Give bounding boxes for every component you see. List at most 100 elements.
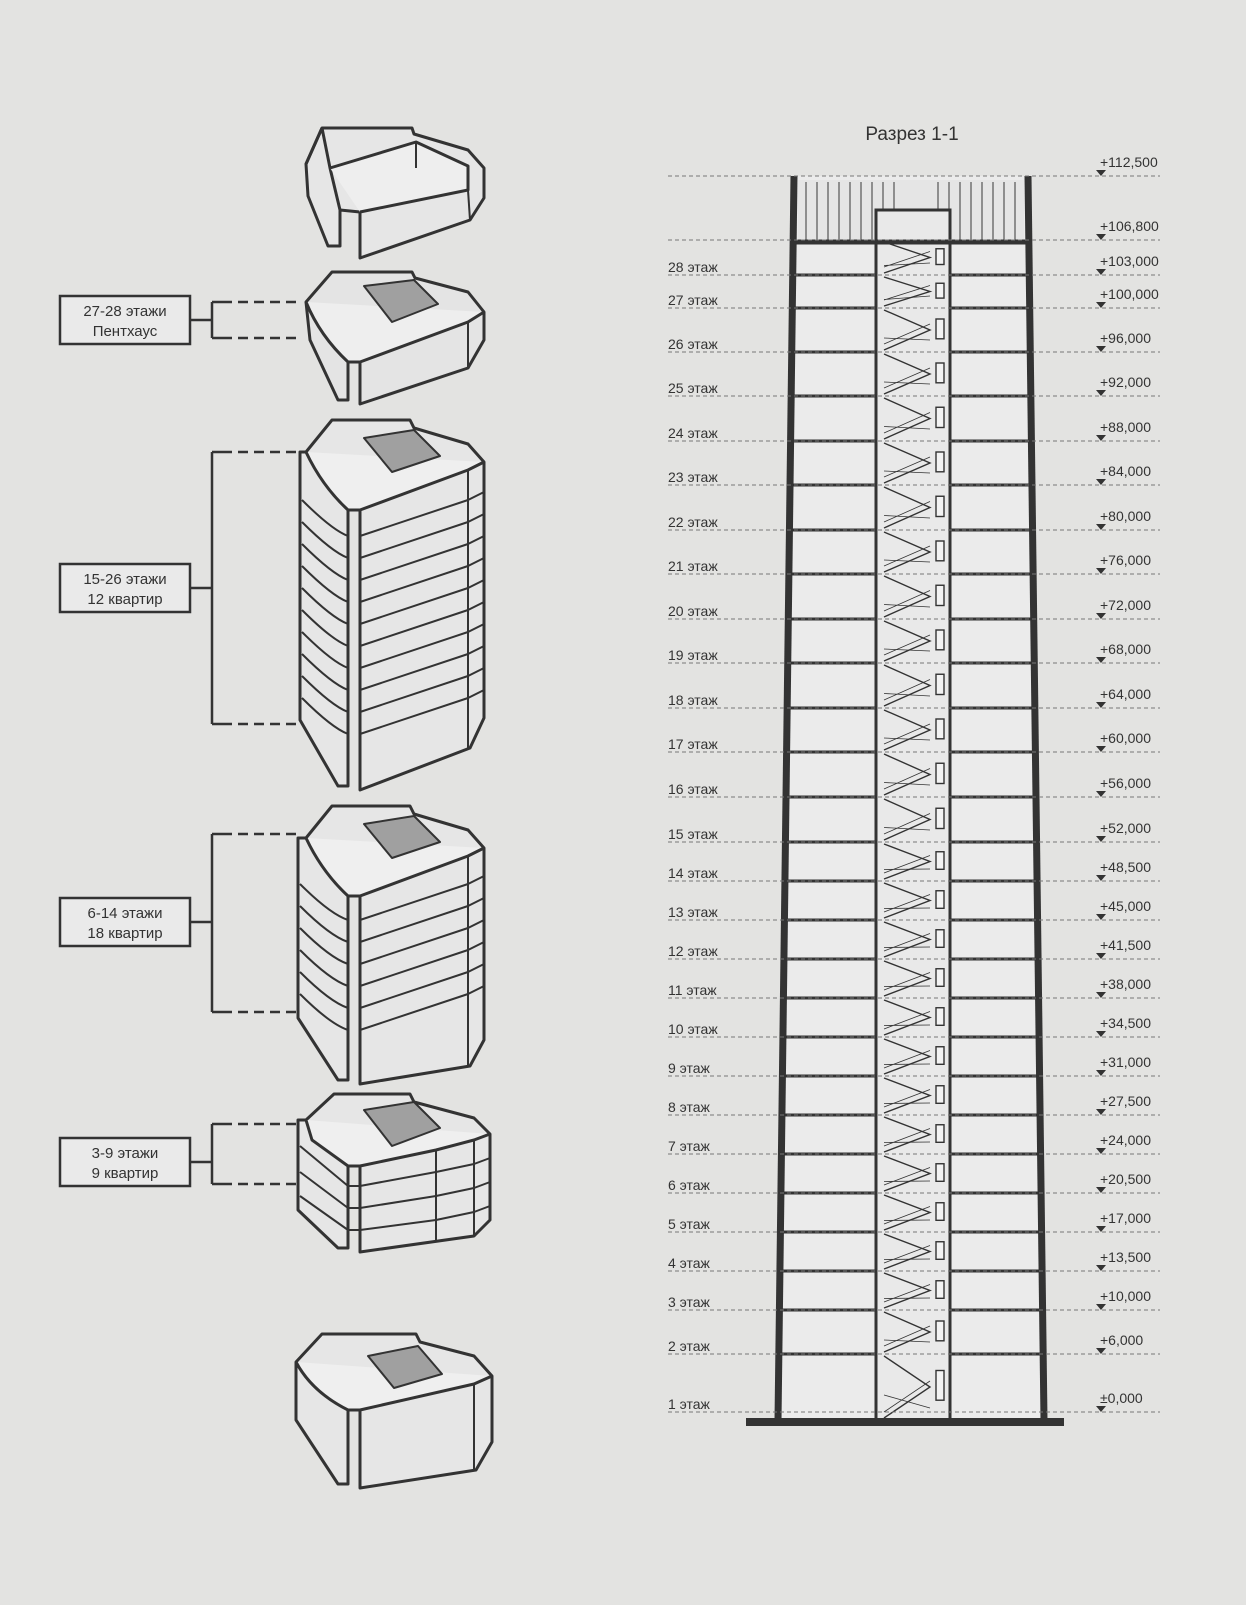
floor-label: 5 этаж — [668, 1216, 711, 1232]
floor-label: 26 этаж — [668, 336, 718, 352]
level-mark: +10,000 — [1100, 1288, 1151, 1304]
floor-label: 7 этаж — [668, 1138, 711, 1154]
stair-rail — [883, 1245, 931, 1264]
level-mark: ±0,000 — [1100, 1390, 1143, 1406]
block-15-26-volume — [298, 418, 486, 792]
roof-parapet-volume — [304, 126, 486, 260]
stair-rail — [883, 501, 931, 523]
storey-line — [299, 897, 485, 943]
level-mark: +27,500 — [1100, 1093, 1151, 1109]
section-title: Разрез 1-1 — [865, 124, 958, 145]
block-label-line1: 27-28 этажи — [83, 303, 166, 320]
storey-line — [301, 557, 485, 603]
label-block-15-26: 15-26 этажи 12 квартир — [58, 450, 298, 726]
stair-rail — [883, 1050, 931, 1069]
block-label-line2: 18 квартир — [87, 925, 162, 942]
core-door — [935, 1202, 945, 1221]
block-bracket — [190, 832, 296, 1014]
floor-label: 24 этаж — [668, 425, 718, 441]
stair-rail — [883, 1011, 931, 1030]
core-door — [935, 629, 945, 651]
level-mark: +84,000 — [1100, 463, 1151, 479]
level-arrow-icon — [1096, 914, 1106, 920]
stair-rail — [883, 285, 931, 301]
level-arrow-icon — [1096, 269, 1106, 275]
storey-line — [301, 579, 485, 625]
podium-volume — [294, 1332, 494, 1490]
level-arrow-icon — [1096, 1348, 1106, 1354]
level-mark: +24,000 — [1100, 1132, 1151, 1148]
stair-rail — [883, 456, 931, 478]
core-door — [935, 1124, 945, 1143]
level-arrow-icon — [1096, 657, 1106, 663]
core-door — [935, 540, 945, 562]
level-mark: +31,000 — [1100, 1054, 1151, 1070]
label-block-6-14: 6-14 этажи 18 квартир — [58, 832, 296, 1014]
stair-rail — [883, 1206, 931, 1225]
storey-line — [299, 875, 485, 921]
storey-line — [299, 941, 485, 987]
stair-rail — [883, 723, 931, 745]
level-arrow-icon — [1096, 170, 1106, 176]
storey-line — [301, 601, 485, 647]
level-mark: +80,000 — [1100, 508, 1151, 524]
level-mark: +100,000 — [1100, 286, 1159, 302]
core-door — [935, 248, 945, 266]
penthouse-volume — [304, 270, 486, 406]
core-door — [935, 1046, 945, 1065]
level-arrow-icon — [1096, 302, 1106, 308]
level-mark: +88,000 — [1100, 419, 1151, 435]
level-mark: +64,000 — [1100, 686, 1151, 702]
level-arrow-icon — [1096, 746, 1106, 752]
level-mark: +13,500 — [1100, 1249, 1151, 1265]
stair-rail — [883, 768, 931, 790]
floor-label: 9 этаж — [668, 1060, 711, 1076]
block-label-box — [58, 562, 192, 614]
level-mark: +20,500 — [1100, 1171, 1151, 1187]
storey-line — [301, 623, 485, 669]
core-door — [935, 318, 945, 340]
stair-flight — [883, 486, 932, 529]
stair-flight — [883, 531, 932, 573]
floor-label: 11 этаж — [668, 982, 717, 998]
right-wall — [1024, 175, 1048, 1421]
block-label-line1: 6-14 этажи — [88, 905, 163, 922]
level-arrow-icon — [1096, 479, 1106, 485]
exploded-axonometry — [294, 126, 494, 1490]
level-mark: +6,000 — [1100, 1332, 1143, 1348]
label-block-3-9: 3-9 этажи 9 квартир — [58, 1122, 296, 1188]
level-arrow-icon — [1096, 791, 1106, 797]
block-labels: 27-28 этажи Пентхаус 15-26 этажи 12 квар… — [58, 294, 298, 1188]
level-arrow-icon — [1096, 1031, 1106, 1037]
stair-rail — [883, 1380, 931, 1413]
floor-label: 25 этаж — [668, 380, 718, 396]
block-6-14-volume — [296, 804, 486, 1086]
stair-rail — [883, 933, 931, 952]
core-door — [935, 1007, 945, 1026]
stair-flight — [883, 798, 932, 841]
level-mark: +72,000 — [1100, 597, 1151, 613]
floor-label: 13 этаж — [668, 904, 718, 920]
block-label-line1: 3-9 этажи — [92, 1145, 159, 1162]
core-door — [935, 282, 945, 299]
level-arrow-icon — [1096, 524, 1106, 530]
stair-flights — [883, 241, 945, 1419]
stair-flight — [883, 709, 932, 751]
level-arrow-icon — [1096, 613, 1106, 619]
core-door — [935, 451, 945, 473]
level-arrow-icon — [1096, 702, 1106, 708]
level-arrow-icon — [1096, 1148, 1106, 1154]
floor-label: 2 этаж — [668, 1338, 711, 1354]
stair-rail — [883, 590, 931, 612]
level-mark: +60,000 — [1100, 730, 1151, 746]
stair-rail — [883, 1167, 931, 1186]
floor-label: 8 этаж — [668, 1099, 711, 1115]
stair-flight — [883, 575, 932, 618]
stair-rail — [883, 1089, 931, 1108]
level-marks: ±0,000+6,000+10,000+13,500+17,000+20,500… — [668, 154, 1160, 1412]
level-arrow-icon — [1096, 1109, 1106, 1115]
core-door — [935, 495, 945, 518]
stair-flight — [883, 1311, 932, 1353]
level-mark: +103,000 — [1100, 253, 1159, 269]
